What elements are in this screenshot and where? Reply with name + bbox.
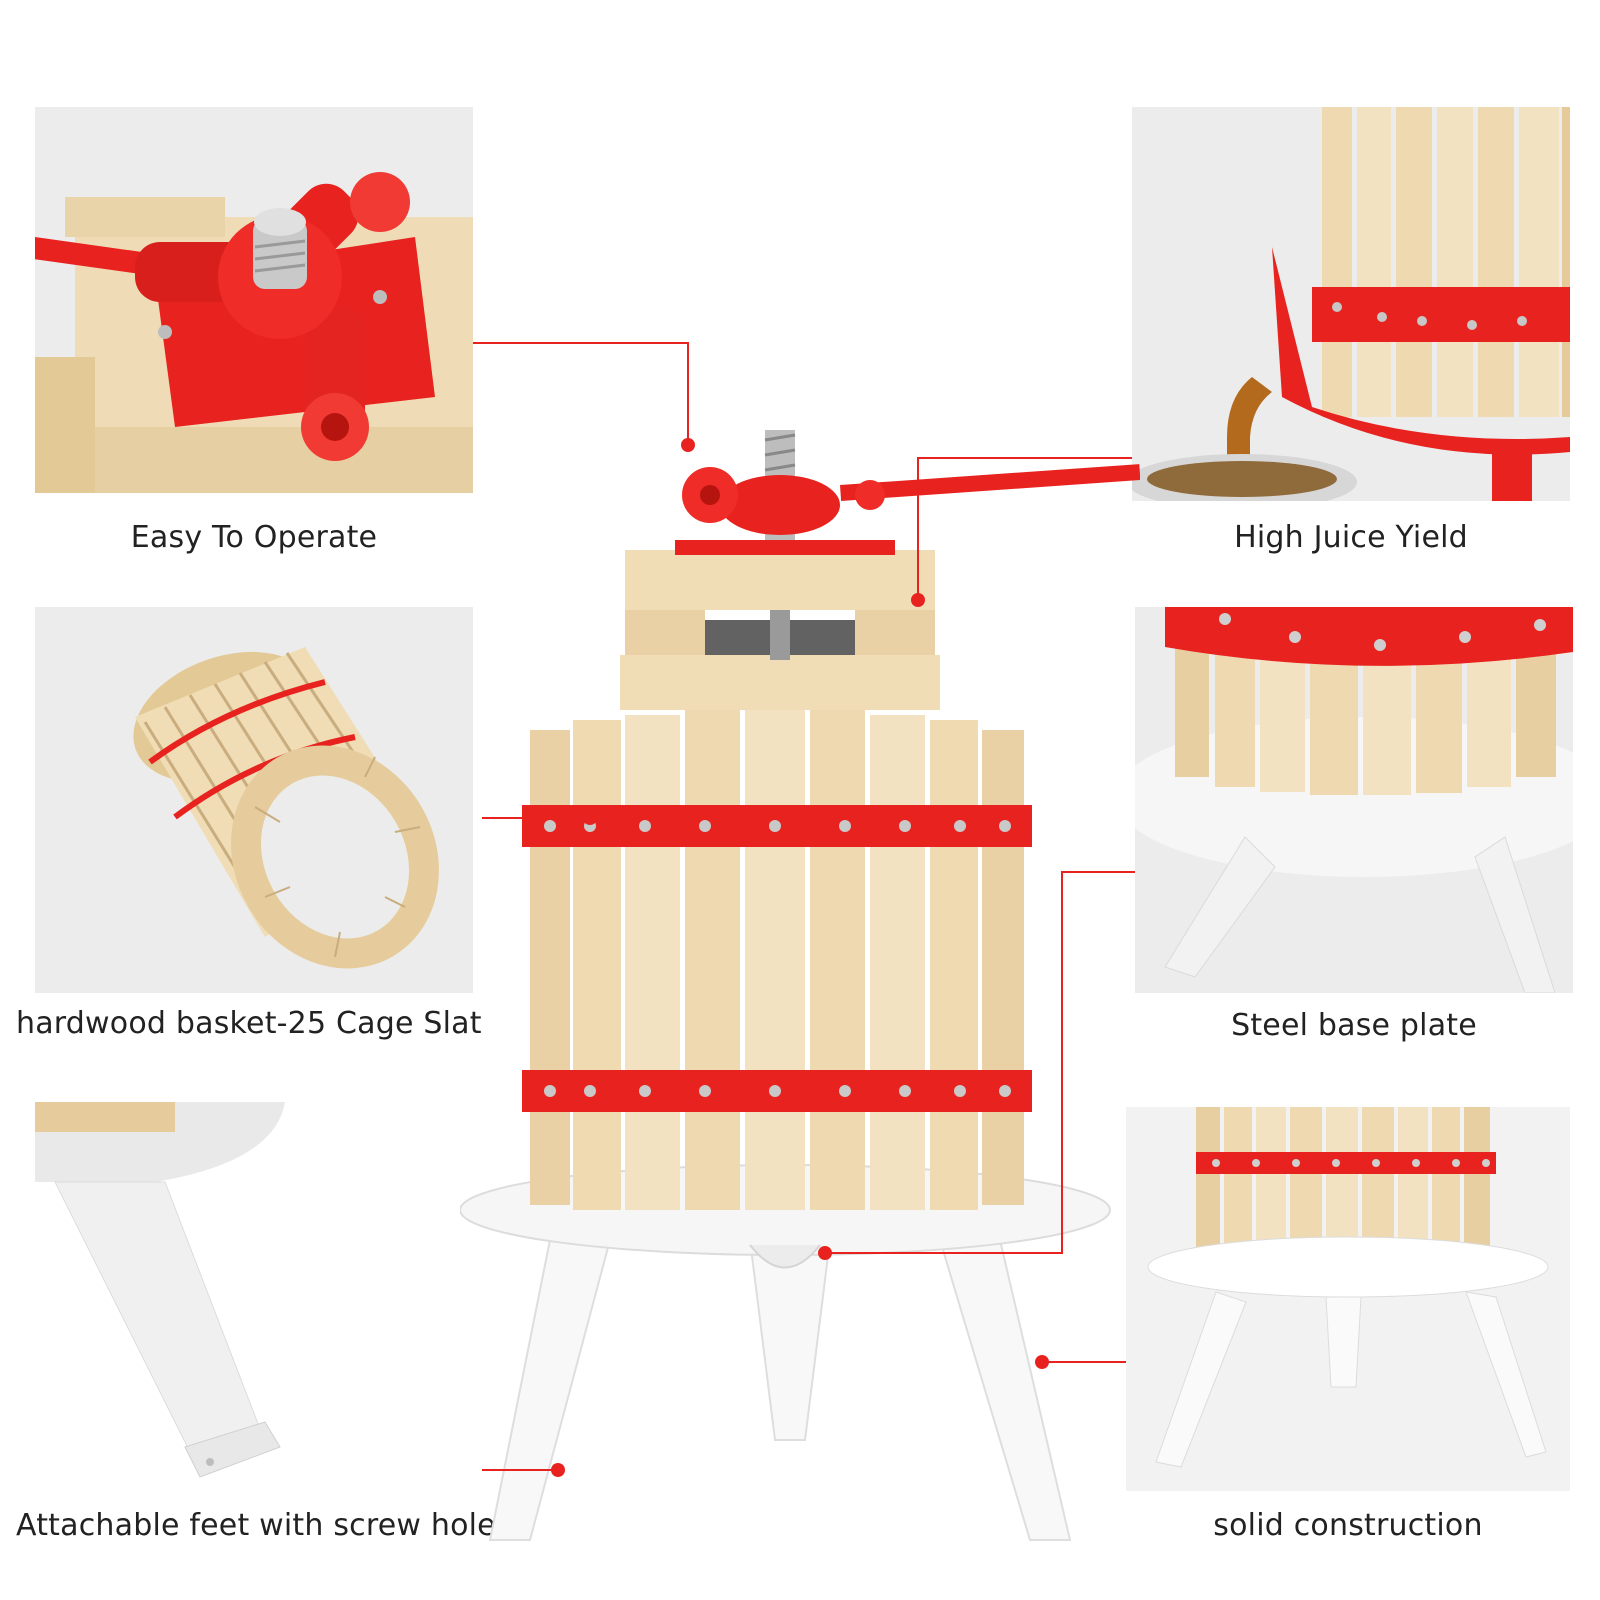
panel-steel-base-closeup <box>1135 607 1573 993</box>
caption-easy-to-operate: Easy To Operate <box>130 520 378 555</box>
caption-hardwood-basket: hardwood basket-25 Cage Slat <box>16 1006 482 1041</box>
caption-steel-base-plate: Steel base plate <box>1231 1008 1477 1043</box>
panel-juice-closeup <box>1132 107 1570 501</box>
handle-icon <box>675 464 1140 555</box>
caption-attachable-feet: Attachable feet with screw hole <box>16 1508 496 1543</box>
screw-icon <box>253 208 307 289</box>
panel-solid-construction <box>1126 1107 1570 1491</box>
caption-high-juice-yield: High Juice Yield <box>1234 520 1468 555</box>
panel-handle-closeup <box>35 107 473 493</box>
panel-basket-closeup <box>35 607 473 993</box>
caption-solid-construction: solid construction <box>1213 1508 1483 1543</box>
fruit-press-main <box>460 420 1140 1560</box>
panel-feet-closeup <box>35 1102 285 1484</box>
rivet-icon <box>1219 613 1546 651</box>
